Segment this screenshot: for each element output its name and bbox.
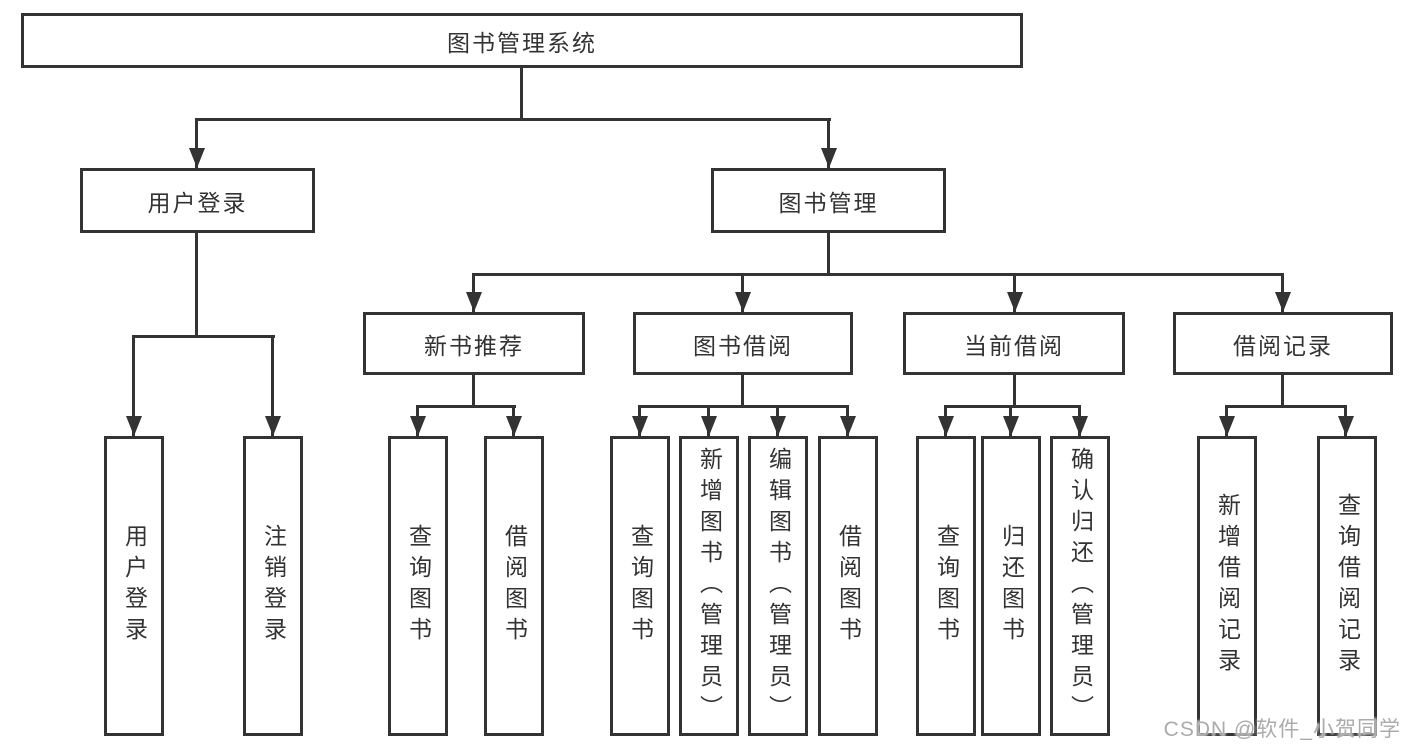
arrowhead <box>840 416 856 436</box>
node-label: 图书管理 <box>778 189 879 216</box>
node-book-management: 图书管理 <box>711 168 946 233</box>
arrowhead <box>189 148 205 168</box>
leaf-label: 注销登录 <box>260 524 287 648</box>
leaf-label: 用户登录 <box>121 524 148 648</box>
arrowhead <box>938 416 954 436</box>
leaf-add-borrow-record: 新增借阅记录 <box>1197 436 1257 736</box>
node-book-borrow: 图书借阅 <box>633 312 853 375</box>
connector-line <box>944 405 1081 408</box>
leaf-label: 编辑图书（管理员） <box>765 446 792 726</box>
arrowhead <box>632 416 648 436</box>
connector-line <box>638 405 849 408</box>
leaf-return-books: 归还图书 <box>981 436 1041 736</box>
arrowhead <box>1003 416 1019 436</box>
connector-line <box>195 233 198 335</box>
connector-line <box>1225 405 1347 408</box>
leaf-query-borrow-record: 查询借阅记录 <box>1317 436 1377 736</box>
node-label: 图书管理系统 <box>447 29 597 56</box>
leaf-label: 新增图书（管理员） <box>696 446 723 726</box>
leaf-query-books-current: 查询图书 <box>916 436 976 736</box>
connector-line <box>416 405 516 408</box>
connector-line <box>472 375 475 405</box>
arrowhead <box>265 416 281 436</box>
leaf-edit-books-admin: 编辑图书（管理员） <box>748 436 808 736</box>
arrowhead <box>1219 416 1235 436</box>
arrowhead <box>126 416 142 436</box>
leaf-user-login: 用户登录 <box>104 436 164 736</box>
leaf-add-books-admin: 新增图书（管理员） <box>679 436 739 736</box>
connector-line <box>195 118 198 168</box>
connector-line <box>271 335 274 436</box>
connector-line <box>741 375 744 405</box>
connector-line <box>827 233 830 273</box>
arrowhead <box>506 416 522 436</box>
arrowhead <box>1072 416 1088 436</box>
connector-line <box>827 118 830 168</box>
node-current-borrow: 当前借阅 <box>903 312 1125 375</box>
leaf-label: 查询图书 <box>405 524 432 648</box>
arrowhead <box>821 148 837 168</box>
connector-line <box>1281 375 1284 405</box>
leaf-label: 借阅图书 <box>501 524 528 648</box>
arrowhead <box>466 292 482 312</box>
leaf-label: 借阅图书 <box>835 524 862 648</box>
node-borrow-records: 借阅记录 <box>1173 312 1393 375</box>
node-user-login: 用户登录 <box>80 168 315 233</box>
leaf-label: 查询借阅记录 <box>1334 493 1361 679</box>
node-label: 图书借阅 <box>693 332 793 359</box>
node-label: 用户登录 <box>147 189 248 216</box>
arrowhead <box>1275 292 1291 312</box>
arrowhead <box>410 416 426 436</box>
node-root: 图书管理系统 <box>21 13 1023 68</box>
leaf-label: 查询图书 <box>933 524 960 648</box>
connector-line <box>472 273 1284 276</box>
leaf-borrow-books-recommend: 借阅图书 <box>484 436 544 736</box>
arrowhead <box>1338 416 1354 436</box>
leaf-logout: 注销登录 <box>243 436 303 736</box>
connector-line <box>132 335 135 436</box>
node-label: 新书推荐 <box>424 332 524 359</box>
node-new-book-recommend: 新书推荐 <box>363 312 585 375</box>
leaf-label: 归还图书 <box>998 524 1025 648</box>
leaf-query-books-recommend: 查询图书 <box>388 436 448 736</box>
leaf-label: 新增借阅记录 <box>1214 493 1241 679</box>
arrowhead <box>701 416 717 436</box>
arrowhead <box>1007 292 1023 312</box>
csdn-watermark: CSDN @软件_小贺同学 <box>1163 718 1401 741</box>
arrowhead <box>735 292 751 312</box>
leaf-label: 查询图书 <box>627 524 654 648</box>
connector-line <box>195 118 831 121</box>
leaf-query-books-borrow: 查询图书 <box>610 436 670 736</box>
leaf-label: 确认归还（管理员） <box>1067 446 1094 726</box>
connector-line <box>1013 375 1016 405</box>
arrowhead <box>770 416 786 436</box>
node-label: 当前借阅 <box>964 332 1064 359</box>
leaf-confirm-return-admin: 确认归还（管理员） <box>1050 436 1110 736</box>
connector-line <box>132 335 275 338</box>
leaf-borrow-books: 借阅图书 <box>818 436 878 736</box>
connector-line <box>520 68 523 118</box>
node-label: 借阅记录 <box>1233 332 1333 359</box>
